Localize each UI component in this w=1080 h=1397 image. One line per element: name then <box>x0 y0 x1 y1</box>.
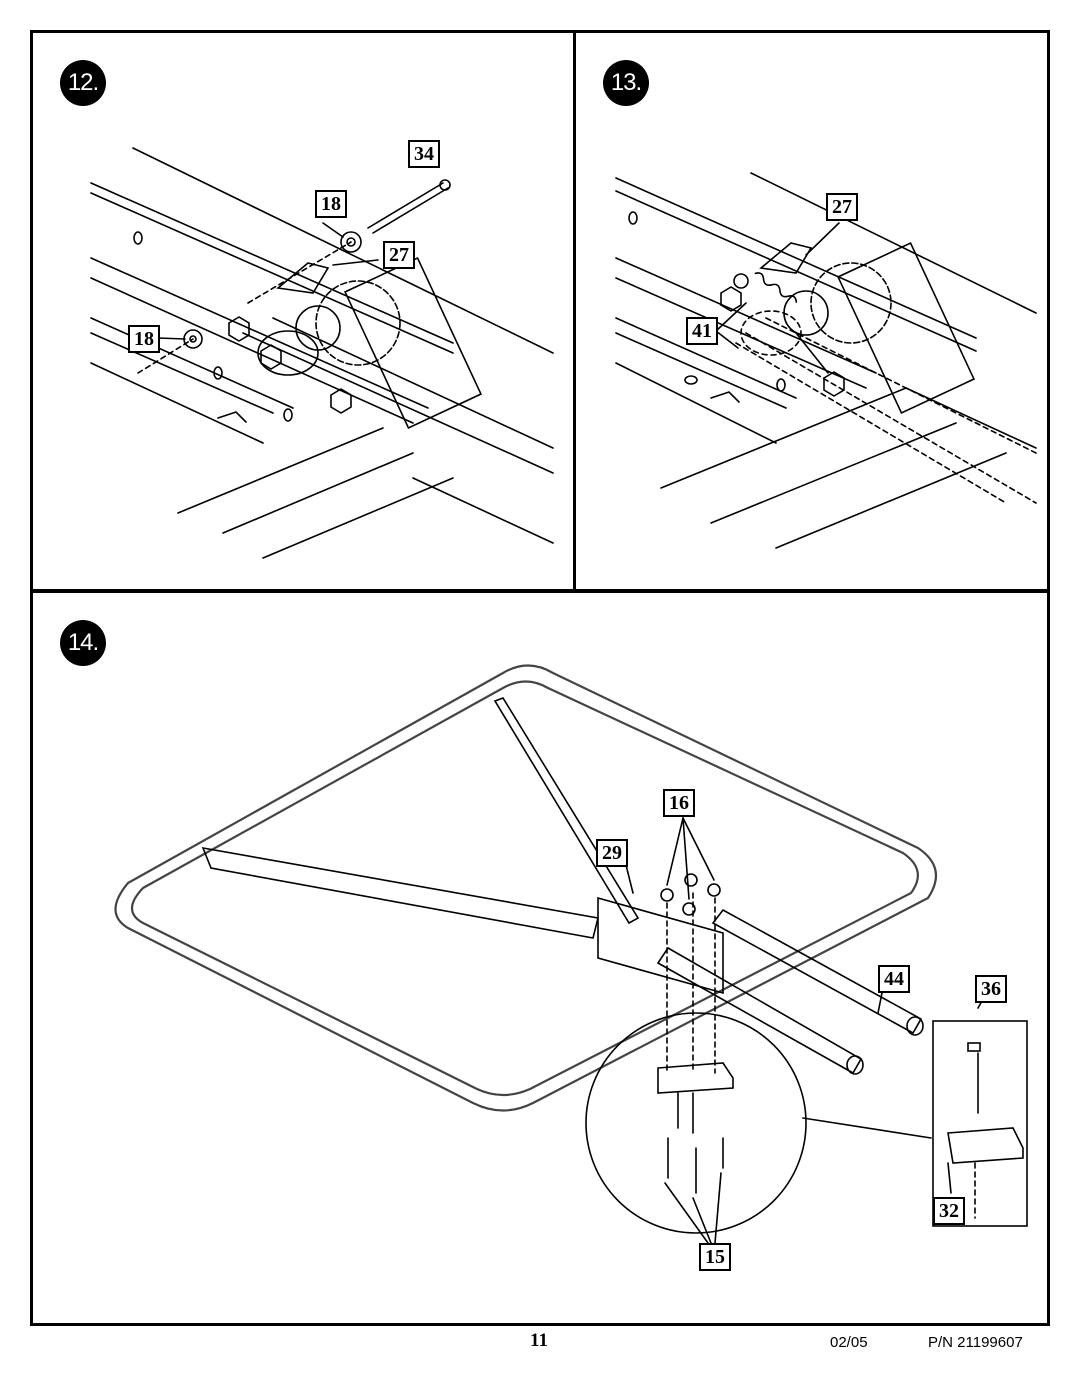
page-number: 11 <box>530 1330 548 1351</box>
step-14-illustration <box>114 664 1028 1244</box>
panel-step-12: 12. 34 18 27 18 <box>30 30 576 592</box>
part-callout-15: 15 <box>699 1243 731 1271</box>
part-callout-36: 36 <box>975 975 1007 1003</box>
part-callout-18: 18 <box>315 190 347 218</box>
part-callout-16: 16 <box>663 789 695 817</box>
step-badge: 13. <box>603 60 649 106</box>
revision-date: 02/05 <box>830 1334 868 1351</box>
part-callout-34: 34 <box>408 140 440 168</box>
step-badge: 14. <box>60 620 106 666</box>
part-callout-27: 27 <box>383 241 415 269</box>
part-number: P/N 21199607 <box>928 1334 1023 1351</box>
part-callout-18: 18 <box>128 325 160 353</box>
step-12-illustration <box>90 147 554 559</box>
part-callout-29: 29 <box>596 839 628 867</box>
step-badge: 12. <box>60 60 106 106</box>
step-13-illustration <box>615 172 1037 549</box>
part-callout-27: 27 <box>826 193 858 221</box>
panel-step-14: 14. 16 29 44 36 32 15 <box>30 590 1050 1326</box>
part-callout-41: 41 <box>686 317 718 345</box>
panel-step-13: 13. 27 41 <box>573 30 1050 592</box>
part-callout-32: 32 <box>933 1197 965 1225</box>
part-callout-44: 44 <box>878 965 910 993</box>
